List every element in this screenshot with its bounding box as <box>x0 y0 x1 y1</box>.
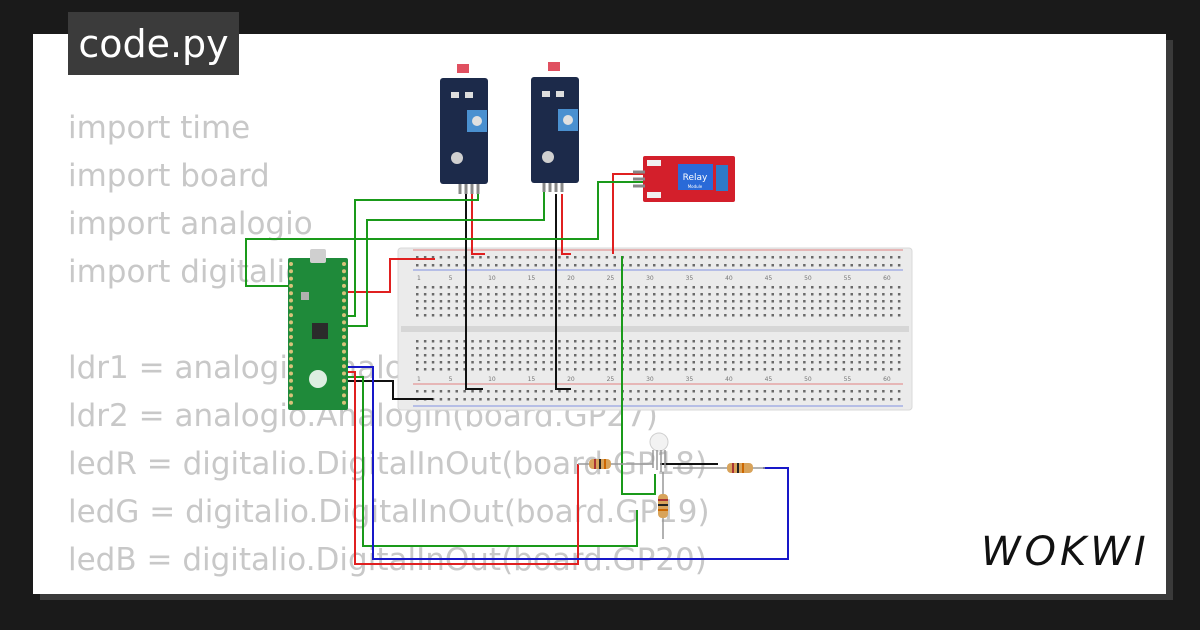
wokwi-logo: WOKWI <box>981 529 1150 575</box>
breadboard-column-number: 55 <box>844 376 852 383</box>
code-line: ledR.direction = digitalio.Direction.OUT… <box>68 584 737 594</box>
relay-module: Relay Module <box>633 156 735 202</box>
wire-red-ledr <box>345 371 579 565</box>
resistor-red <box>578 459 653 469</box>
wire-red-relay <box>612 173 643 254</box>
relay-label: Relay <box>683 173 708 183</box>
breadboard-column-number: 40 <box>725 275 733 282</box>
wire-green-ledg <box>345 376 638 547</box>
code-line: import board <box>68 158 270 194</box>
breadboard-column-number: 25 <box>607 275 615 282</box>
file-tab[interactable]: code.py <box>68 12 239 75</box>
wire-black-pico <box>345 380 433 400</box>
breadboard-column-number: 45 <box>765 376 773 383</box>
wire-blue-ledb <box>345 366 789 560</box>
breadboard-column-number: 35 <box>686 376 694 383</box>
breadboard-column-number: 5 <box>449 376 453 383</box>
breadboard-column-number: 15 <box>528 376 536 383</box>
wire-black-ldr2 <box>555 194 571 390</box>
code-background: import time import board import analogio im… <box>68 104 737 594</box>
ldr-sensor-2 <box>531 62 579 192</box>
breadboard-column-number: 30 <box>646 376 654 383</box>
code-line: import time <box>68 110 251 146</box>
breadboard-column-number: 5 <box>449 275 453 282</box>
breadboard-column-number: 20 <box>567 275 575 282</box>
resistor-green <box>658 472 668 539</box>
breadboard-column-number: 45 <box>765 275 773 282</box>
breadboard-column-number: 60 <box>883 376 891 383</box>
breadboard-column-number: 20 <box>567 376 575 383</box>
rgb-led <box>649 432 669 472</box>
breadboard-column-number: 1 <box>417 376 421 383</box>
breadboard-column-number: 60 <box>883 275 891 282</box>
breadboard-column-number: 30 <box>646 275 654 282</box>
wire-green-ldr1 <box>345 194 479 317</box>
breadboard-column-number: 15 <box>528 275 536 282</box>
breadboard-column-number: 35 <box>686 275 694 282</box>
preview-card: import time import board import analogio im… <box>33 34 1166 594</box>
breadboard-column-number: 25 <box>607 376 615 383</box>
relay-sublabel: Module <box>688 184 703 189</box>
wire-red-ldr1 <box>471 194 485 255</box>
wire-black-ldr1 <box>465 194 483 390</box>
code-line: import digitalio <box>68 254 305 290</box>
wire-green-ldr2 <box>345 184 545 327</box>
wire-green-relay <box>245 181 643 287</box>
pico-board <box>288 249 348 410</box>
code-line: import analogio <box>68 206 313 242</box>
breadboard-column-number: 40 <box>725 376 733 383</box>
breadboard-column-number: 1 <box>417 275 421 282</box>
ldr-sensor-1 <box>440 64 488 194</box>
wire-green-led <box>621 256 656 495</box>
breadboard-column-number: 50 <box>804 376 812 383</box>
resistor-blue <box>673 463 765 473</box>
wires <box>245 173 789 565</box>
breadboard-column-number: 10 <box>488 376 496 383</box>
breadboard-column-number: 55 <box>844 275 852 282</box>
breadboard-column-number: 50 <box>804 275 812 282</box>
breadboard-column-number: 10 <box>488 275 496 282</box>
code-line: ledG = digitalio.DigitalInOut(board.GP19… <box>68 494 710 530</box>
wire-red-ldr2 <box>561 194 571 255</box>
